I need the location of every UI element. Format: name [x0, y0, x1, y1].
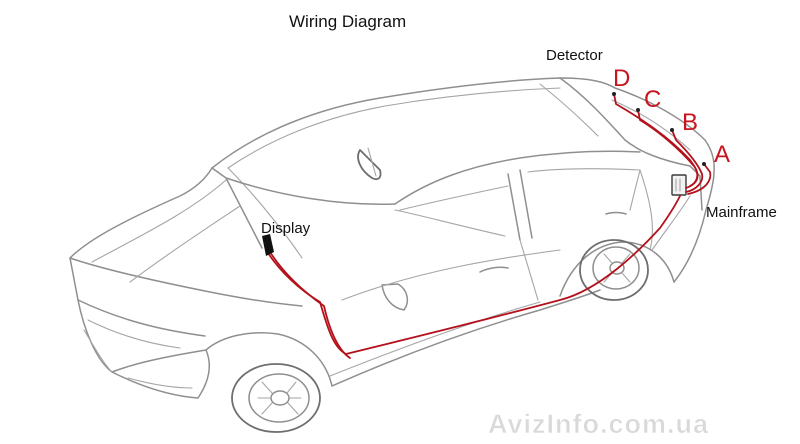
display-label: Display — [261, 220, 311, 237]
sensor-wire-a — [687, 163, 712, 195]
display-unit — [262, 234, 274, 256]
mainframe-box — [671, 174, 687, 196]
wiring-harness — [265, 93, 712, 359]
sensor-letter-b: B — [682, 109, 698, 136]
sensor-letter-d: D — [613, 65, 630, 92]
watermark-text: AvizInfo.com.ua — [488, 409, 709, 439]
main-cable — [265, 195, 681, 355]
sensor-d-dot — [612, 92, 616, 96]
sensor-a-dot — [702, 162, 706, 166]
diagram-title: Wiring Diagram — [289, 12, 406, 31]
sensor-letter-c: C — [644, 86, 661, 113]
car-outline — [69, 77, 715, 433]
mainframe-label: Mainframe — [706, 204, 777, 221]
sensor-c-dot — [636, 108, 640, 112]
detector-label: Detector — [546, 47, 603, 64]
sensor-markers — [612, 92, 706, 166]
sensor-wire-b — [671, 129, 704, 193]
sensor-wire-c — [637, 109, 699, 189]
sensor-b-dot — [670, 128, 674, 132]
sensor-letter-a: A — [714, 141, 730, 168]
